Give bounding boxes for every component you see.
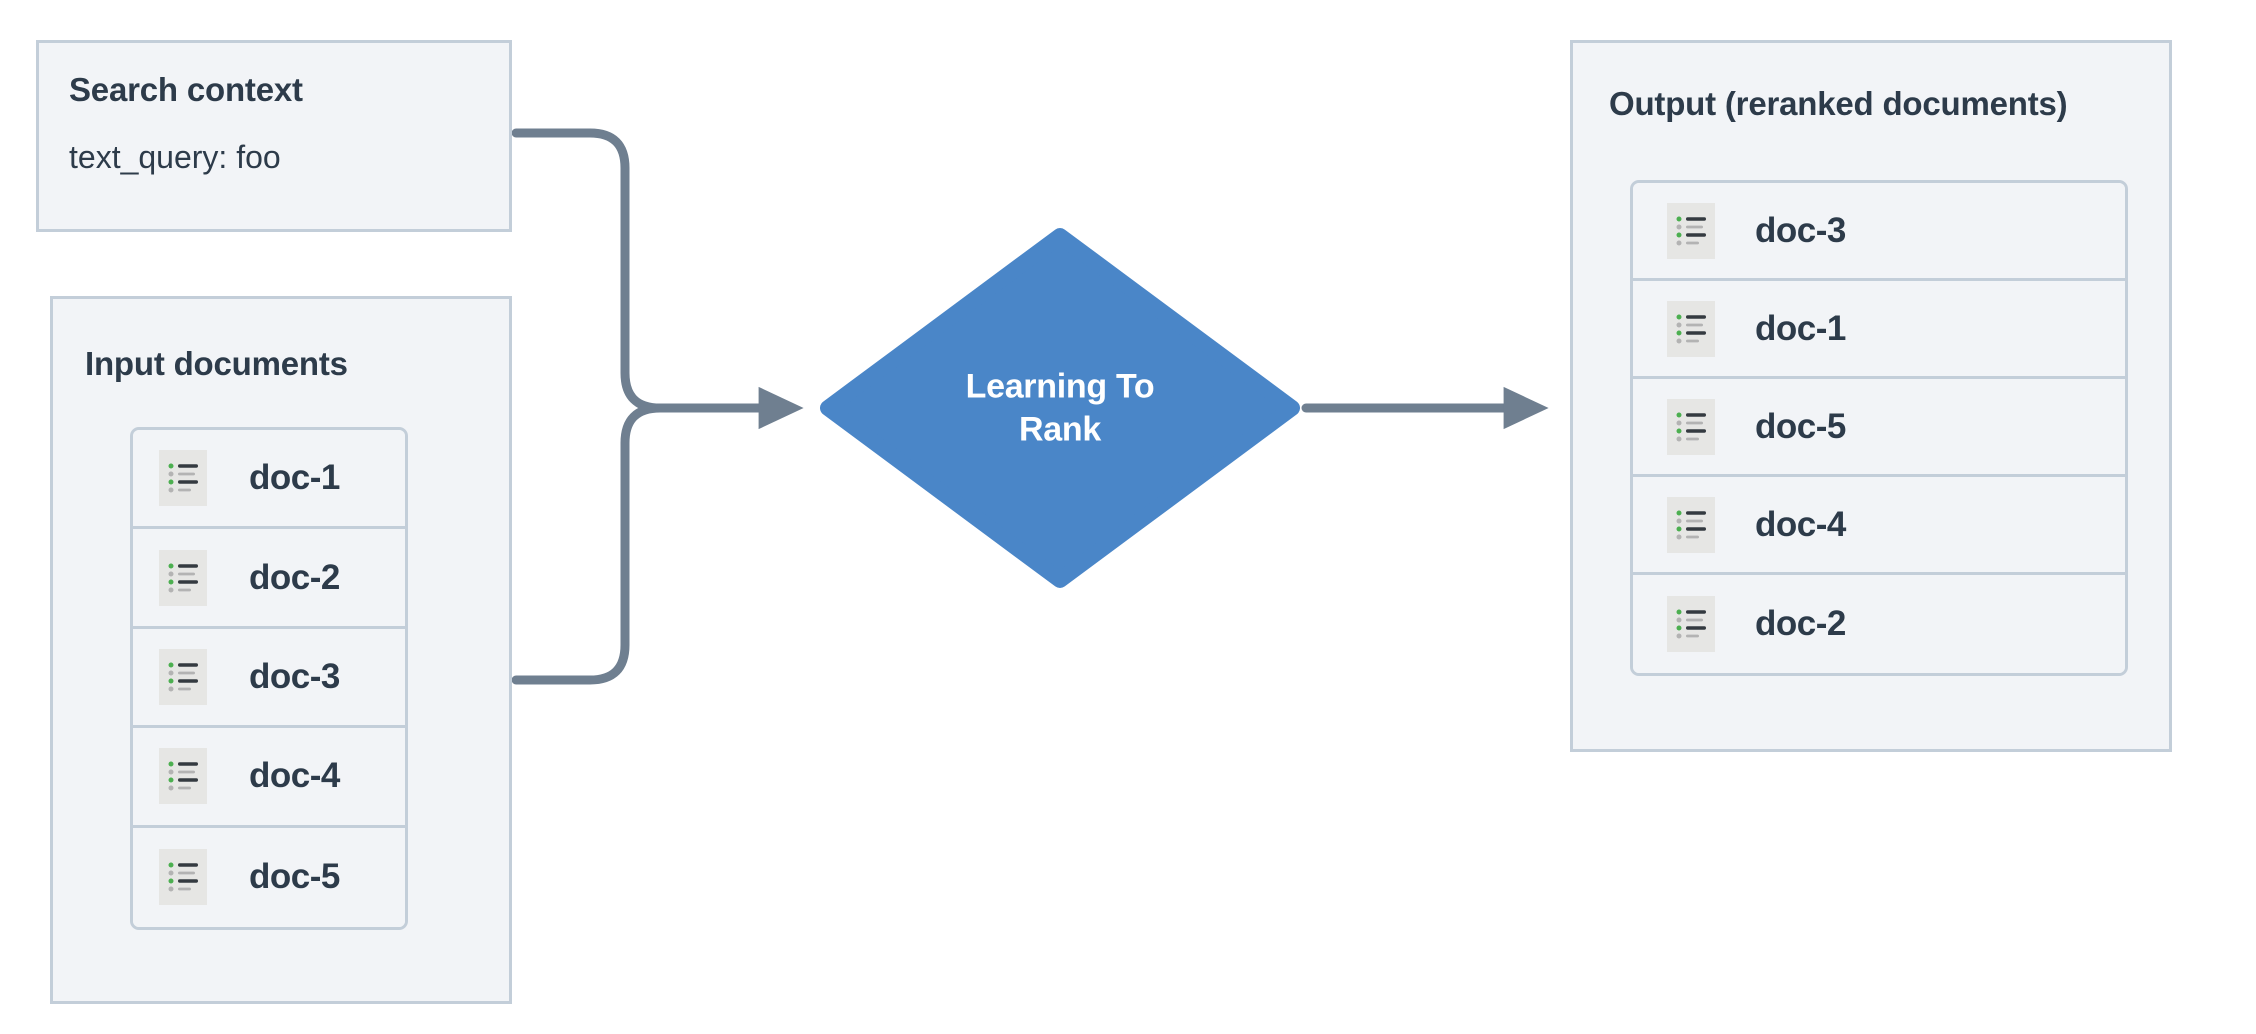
document-list-icon: [1667, 398, 1715, 455]
document-list-icon: [159, 450, 207, 507]
output-document-row[interactable]: doc-4: [1633, 477, 2125, 575]
document-list-icon: [159, 849, 207, 906]
document-list-icon: [1667, 496, 1715, 553]
search-context-text-query: text_query: foo: [69, 139, 281, 175]
input-document-row[interactable]: doc-3: [133, 628, 405, 729]
output-document-label: doc-4: [1755, 504, 1846, 544]
document-list-icon: [1667, 202, 1715, 259]
output-document-label: doc-2: [1755, 604, 1846, 643]
output-document-row[interactable]: doc-1: [1633, 281, 2125, 379]
learning-to-rank-node[interactable]: Learning To Rank: [820, 228, 1300, 588]
document-list-icon: [1667, 596, 1715, 652]
document-list-icon: [159, 549, 207, 606]
output-document-row[interactable]: doc-2: [1633, 575, 2125, 673]
document-list-icon: [159, 849, 207, 906]
document-list-icon: [1667, 596, 1715, 652]
document-list-icon: [159, 748, 207, 805]
output-document-row[interactable]: doc-5: [1633, 379, 2125, 477]
input-document-row[interactable]: doc-2: [133, 529, 405, 629]
search-context-panel: Search context text_query: foo: [36, 40, 512, 232]
edge-input-documents-to-ltr: [511, 403, 705, 685]
input-document-row[interactable]: doc-4: [133, 728, 405, 828]
document-list-icon: [1667, 300, 1715, 357]
output-document-label: doc-1: [1755, 308, 1846, 348]
output-document-row[interactable]: doc-3: [1633, 183, 2125, 281]
output-documents-list: doc-3 doc-1 doc-5 doc-4 doc-2: [1630, 180, 2128, 676]
output-document-label: doc-3: [1755, 210, 1846, 250]
input-document-label: doc-1: [249, 458, 340, 498]
input-document-row[interactable]: doc-1: [133, 430, 405, 530]
input-documents-title: Input documents: [85, 345, 348, 382]
document-list-icon: [159, 748, 207, 805]
input-documents-list: doc-1 doc-2 doc-3 doc-4 doc-5: [130, 427, 408, 930]
output-title: Output (reranked documents): [1609, 85, 2068, 122]
document-list-icon: [1667, 202, 1715, 259]
document-list-icon: [159, 450, 207, 507]
input-document-row[interactable]: doc-5: [133, 827, 405, 927]
document-list-icon: [159, 549, 207, 606]
edge-search-context-to-ltr: [511, 128, 705, 413]
document-list-icon: [1667, 300, 1715, 357]
input-document-label: doc-2: [249, 557, 340, 597]
output-document-label: doc-5: [1755, 406, 1846, 446]
document-list-icon: [159, 648, 207, 705]
document-list-icon: [159, 648, 207, 705]
input-document-label: doc-5: [249, 857, 340, 897]
input-document-label: doc-3: [249, 656, 340, 696]
search-context-title: Search context: [69, 71, 303, 108]
document-list-icon: [1667, 398, 1715, 455]
diamond-shape: [820, 228, 1300, 588]
document-list-icon: [1667, 496, 1715, 553]
input-document-label: doc-4: [249, 756, 340, 796]
